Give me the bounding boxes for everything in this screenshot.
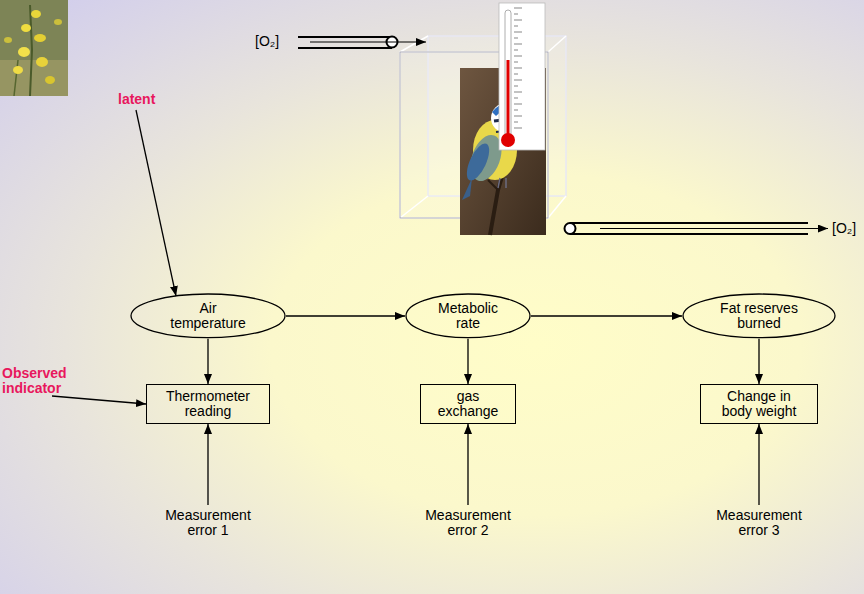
text-holder: Change in body weight	[711, 389, 807, 419]
text-holder: Metabolic rate	[430, 301, 506, 331]
latent-ellipse: Air temperature	[130, 293, 286, 339]
latent-ellipse: Fat reserves burned	[682, 293, 836, 339]
node-text: Measurement error 1	[153, 508, 263, 538]
error-term: Measurement error 3	[699, 506, 819, 540]
causal-arrow	[207, 424, 208, 505]
error-term: Measurement error 1	[148, 506, 268, 540]
causal-arrow	[207, 339, 208, 384]
causal-arrow	[467, 339, 468, 384]
node-text: Fat reserves burned	[713, 301, 805, 331]
inlet-tube	[298, 37, 426, 49]
node-text: Thermometer reading	[156, 389, 260, 419]
indicator-box: Thermometer reading	[146, 384, 270, 424]
gas-label: [O₂]	[832, 221, 856, 236]
indicator-box: Change in body weight	[700, 384, 818, 424]
causal-arrow	[758, 424, 759, 505]
outlet-tube	[565, 223, 829, 234]
node-text: gas exchange	[432, 389, 504, 419]
indicator-box: gas exchange	[420, 384, 516, 424]
node-text: Air temperature	[162, 301, 254, 331]
latent-ellipse: Metabolic rate	[405, 293, 531, 339]
causal-arrow	[286, 315, 405, 316]
node-text: Change in body weight	[711, 389, 807, 419]
latent-leader	[136, 110, 176, 296]
callout-label: latent	[118, 92, 155, 107]
text-holder: Measurement error 2	[413, 508, 523, 538]
text-holder: Measurement error 3	[704, 508, 814, 538]
causal-arrow	[531, 315, 682, 316]
error-term: Measurement error 2	[408, 506, 528, 540]
callout-label: Observed indicator	[2, 366, 74, 396]
indicator-leader	[52, 396, 146, 404]
text-holder: Measurement error 1	[153, 508, 263, 538]
text-holder: Air temperature	[162, 301, 254, 331]
node-text: Measurement error 2	[413, 508, 523, 538]
text-holder: Thermometer reading	[156, 389, 260, 419]
causal-arrow	[467, 424, 468, 505]
text-holder: Fat reserves burned	[713, 301, 805, 331]
thermometer	[499, 3, 545, 150]
plant-photo	[0, 0, 68, 96]
node-text: Metabolic rate	[430, 301, 506, 331]
text-holder: gas exchange	[432, 389, 504, 419]
causal-arrow	[758, 339, 759, 384]
gas-label: [O₂]	[255, 34, 279, 49]
node-text: Measurement error 3	[704, 508, 814, 538]
